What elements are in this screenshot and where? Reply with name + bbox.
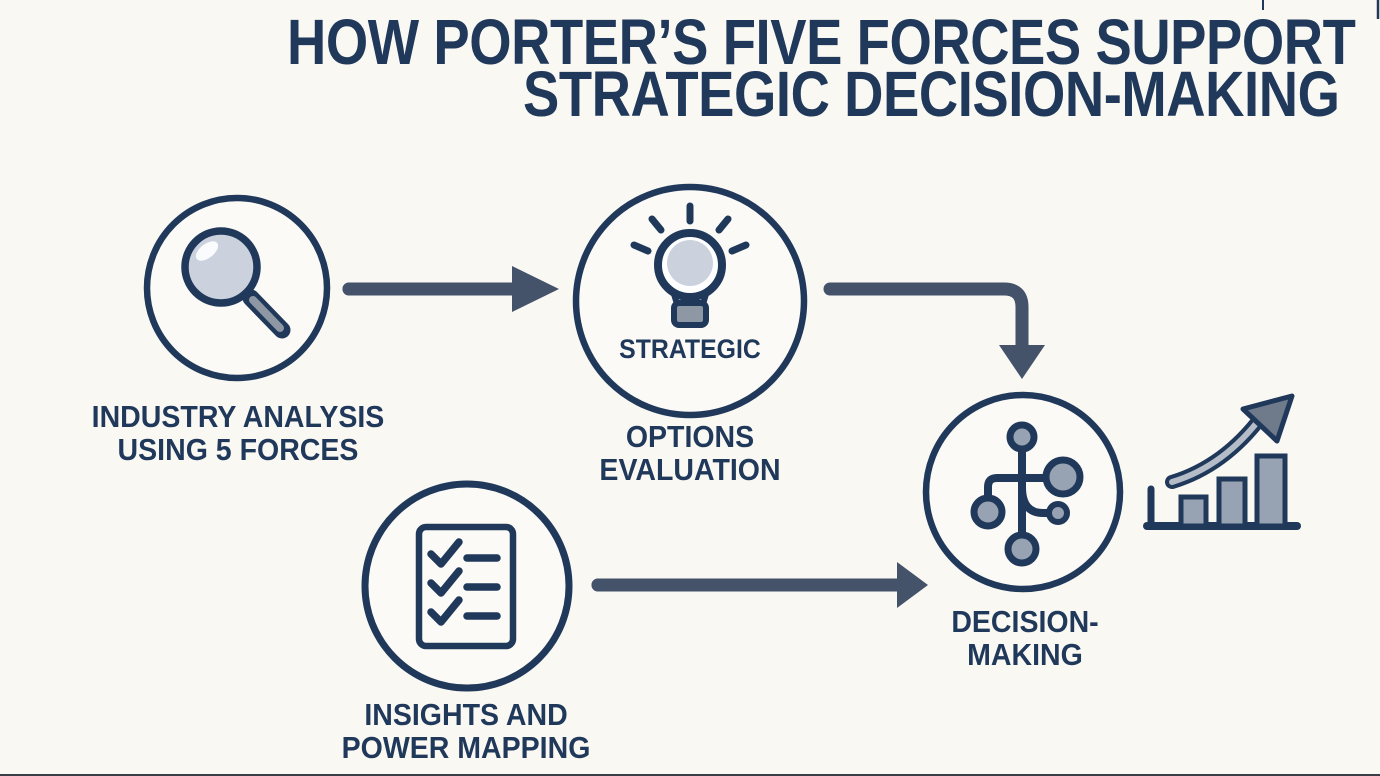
options-evaluation-label: OPTIONS EVALUATION [506,420,874,486]
magnifier-icon [181,227,291,339]
decision-making-node [922,391,1124,593]
checklist-icon [415,523,517,650]
industry-analysis-node [143,194,331,382]
decision-making-label: DECISION- MAKING [841,605,1209,671]
strategic-badge: STRATEGIC [619,334,761,364]
page-title-line-1: HOW PORTER’S FIVE FORCES SUPPORT [287,6,1356,78]
decision-making-label-line2: MAKING [967,637,1083,672]
insights-label-line1: INSIGHTS AND [364,697,568,732]
options-evaluation-label-line1: OPTIONS [625,419,755,454]
lightbulb-rays [630,202,750,255]
industry-analysis-label-line1: INDUSTRY ANALYSIS [91,399,385,434]
options-evaluation-label-line2: EVALUATION [599,452,781,487]
strategic-options-node [572,183,808,419]
lightbulb-icon [630,202,750,328]
insights-node [361,480,573,692]
page-title-line-2: STRATEGIC DECISION-MAKING [523,58,1340,130]
arrow-options-to-decision [823,282,1045,379]
decision-making-label-line1: DECISION- [951,604,1099,639]
decision-tree-icon [970,421,1084,567]
insights-label-line2: POWER MAPPING [341,730,591,765]
arrow-insights-to-decision [591,562,928,608]
industry-analysis-label: INDUSTRY ANALYSIS USING 5 FORCES [54,400,422,466]
arrow-industry-to-options [342,266,559,312]
growth-chart-icon [1143,393,1301,530]
industry-analysis-label-line2: USING 5 FORCES [117,432,359,467]
insights-label: INSIGHTS AND POWER MAPPING [282,698,650,764]
